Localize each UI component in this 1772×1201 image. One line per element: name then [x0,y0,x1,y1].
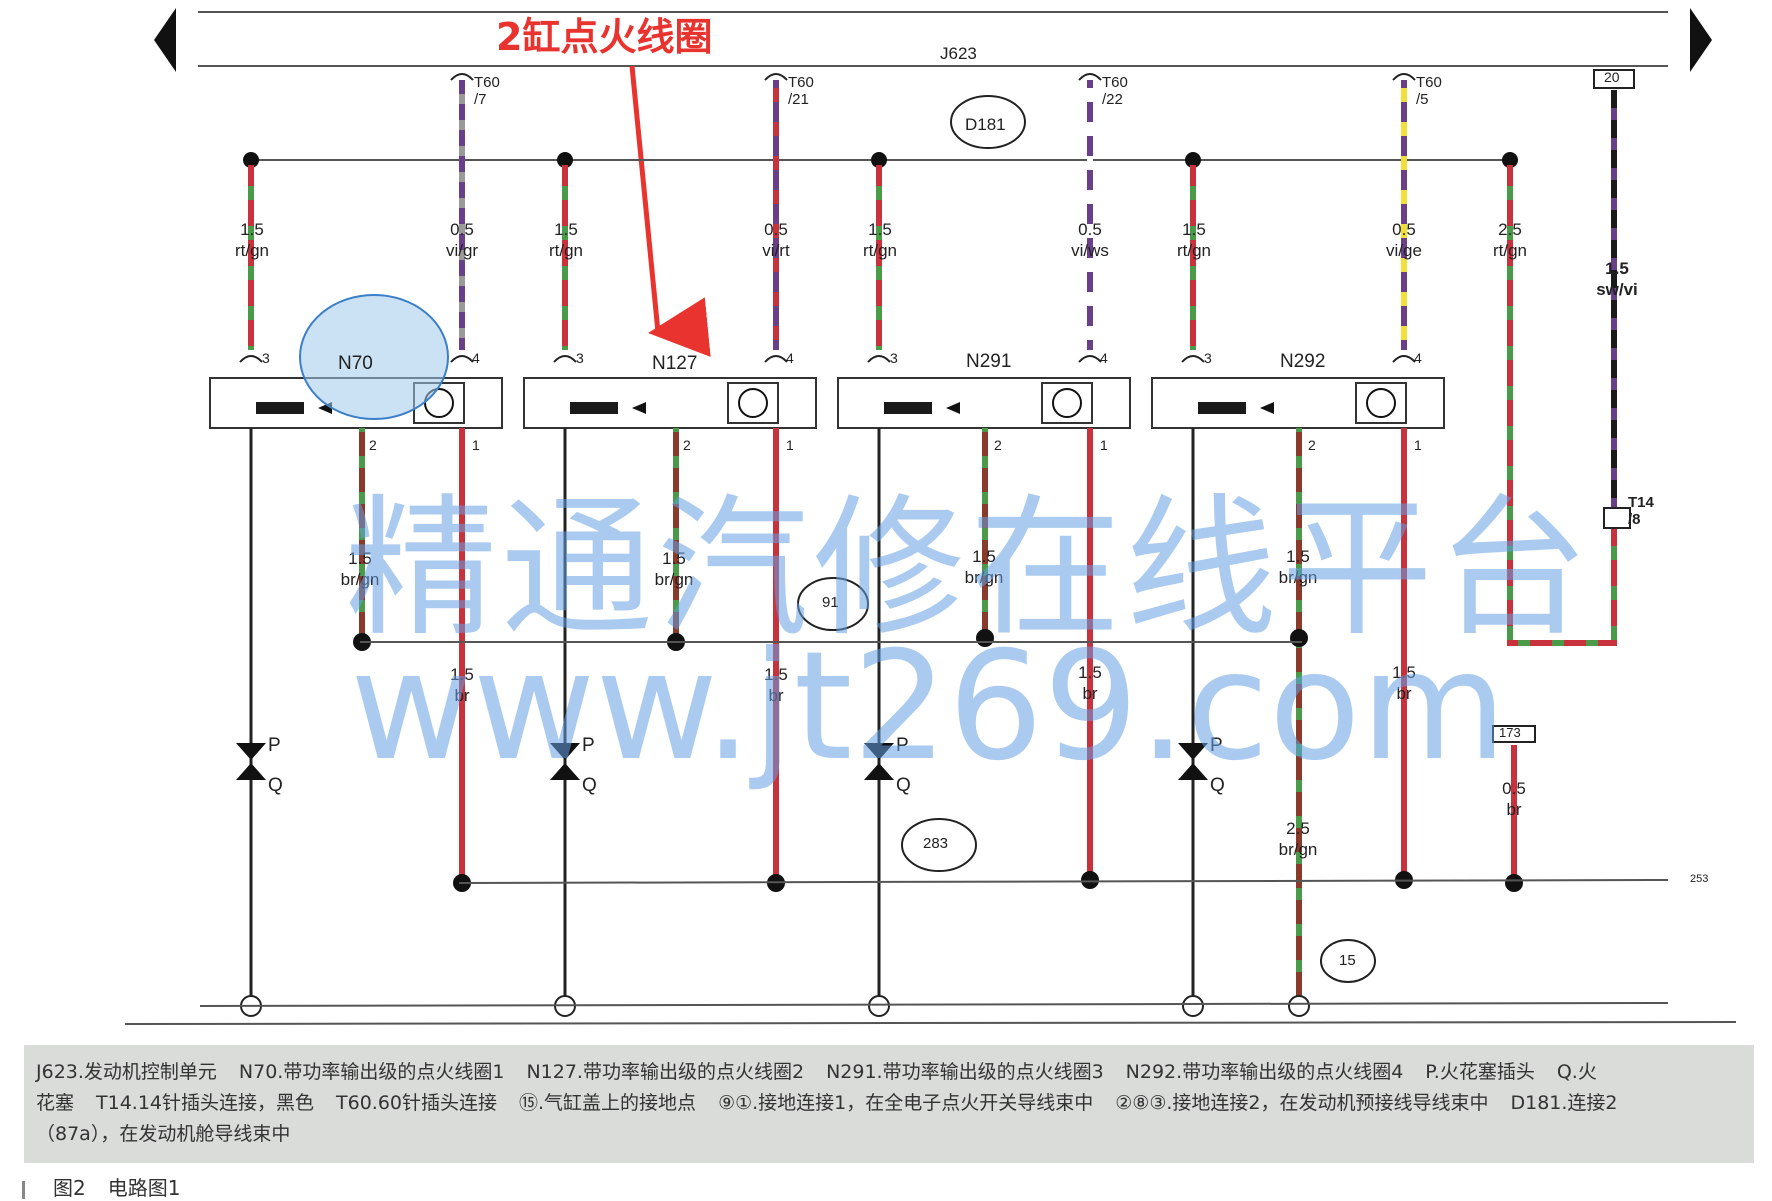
legend-item: 花塞 [36,1092,75,1114]
plug-q-icon [1178,763,1208,780]
wire-173 [1511,745,1517,883]
wire-c1-pin2 [359,428,365,638]
plug-p-icon [864,743,894,760]
legend-line-2: 花塞 T14.14针插头连接，黑色 T60.60针插头连接 ⑮.气缸盖上的接地点 ⑨①.… [36,1088,1736,1119]
wire-c2-pin2 [673,428,679,638]
plug-q-icon [236,763,266,780]
wire-c2-pin1 [773,428,779,883]
legend-item: D181.连接2 [1510,1092,1618,1114]
left-arrow-icon [154,8,176,72]
legend-item: N291.带功率输出级的点火线圈3 [826,1061,1104,1083]
wire-20 [1611,90,1617,520]
coil-winding-icon [884,402,932,414]
legend-item: N127.带功率输出级的点火线圈2 [526,1061,805,1083]
ground-15 [1320,939,1376,983]
plug-p-icon [550,743,580,760]
wire-c1-pin1 [459,428,465,883]
ground-91 [797,577,869,631]
wire-c3-pin2 [982,428,988,638]
coil-winding-icon [256,402,304,414]
wire-c1-pin3 [248,165,254,350]
legend-item: N292.带功率输出级的点火线圈4 [1125,1061,1404,1083]
coil-n70-group [209,80,503,1017]
plug-p-icon [1178,743,1208,760]
ground-283 [901,818,977,872]
legend-item: N70.带功率输出级的点火线圈1 [238,1061,505,1083]
coil-winding-icon [1198,402,1246,414]
coil-n127-group [523,80,817,1017]
wire-feed-horizontal [1507,640,1617,646]
legend-item: T60.60针插头连接 [336,1092,498,1114]
legend-line-3: （87a），在发动机舱导线束中 [36,1119,1736,1150]
legend-box: J623.发动机控制单元 N70.带功率输出级的点火线圈1 N127.带功率输出级的… [24,1045,1754,1163]
diode-icon [1260,402,1274,414]
figure-number: 图2 [53,1176,86,1200]
wire-c3-pin1 [1087,428,1093,883]
diode-icon [946,402,960,414]
highlight-circle [299,294,449,420]
wire-c4-pin1 [1401,428,1407,883]
legend-item: ⑮.气缸盖上的接地点 [519,1092,697,1114]
legend-item: T14.14针插头连接，黑色 [96,1092,315,1114]
d181-label: D181 [965,115,1006,134]
wire-c3-pin3 [876,165,882,350]
wire-feed [1507,165,1513,645]
plug-q-icon [864,763,894,780]
wire-c4-pin2 [1296,428,1302,1003]
wire-c2-pin4 [773,80,779,350]
coil-n291-group [837,80,1131,1017]
legend-item: J623.发动机控制单元 [36,1061,217,1083]
plug-p-icon [236,743,266,760]
legend-item: ⑨①.接地连接1，在全电子点火开关导线束中 [718,1092,1094,1114]
connector-box-173 [1492,725,1536,743]
wire-c4-pin3 [1190,165,1196,350]
legend-item: ②⑧③.接地连接2，在发动机预接线导线束中 [1115,1092,1489,1114]
ground-line-bottom [199,1002,1669,1007]
connector-t14 [1603,507,1631,529]
coil-winding-icon [570,402,618,414]
connection-d181 [950,95,1026,149]
figure-title: 电路图1 [107,1176,181,1200]
coil-n292-group [1151,80,1445,1017]
legend-line-1: J623.发动机控制单元 N70.带功率输出级的点火线圈1 N127.带功率输出级的… [36,1057,1736,1088]
wire-c1-pin4 [459,80,465,350]
wire-c2-pin3 [562,165,568,350]
annotation-arrow [629,65,711,357]
connector-box-20 [1593,69,1635,89]
figure-caption: 图2 电路图1 [22,1172,180,1201]
splice-dot [243,152,259,168]
wiring-svg: J623 2缸点火线圈 D181 [124,8,1737,1025]
j623-label: J623 [940,44,977,63]
legend-item: （87a），在发动机舱导线束中 [36,1123,291,1145]
legend-item: Q.火 [1556,1061,1597,1083]
annotation-title: 2缸点火线圈 [496,15,712,59]
plug-q-icon [550,763,580,780]
diode-icon [632,402,646,414]
right-arrow-icon [1690,8,1712,72]
wire-c3-pin4 [1087,80,1093,350]
legend-item: P.火花塞插头 [1425,1061,1535,1083]
j623-bus [154,8,1712,72]
wire-c4-pin4 [1401,80,1407,350]
caption-marker [22,1180,25,1199]
ground-line-283 [458,879,1669,884]
